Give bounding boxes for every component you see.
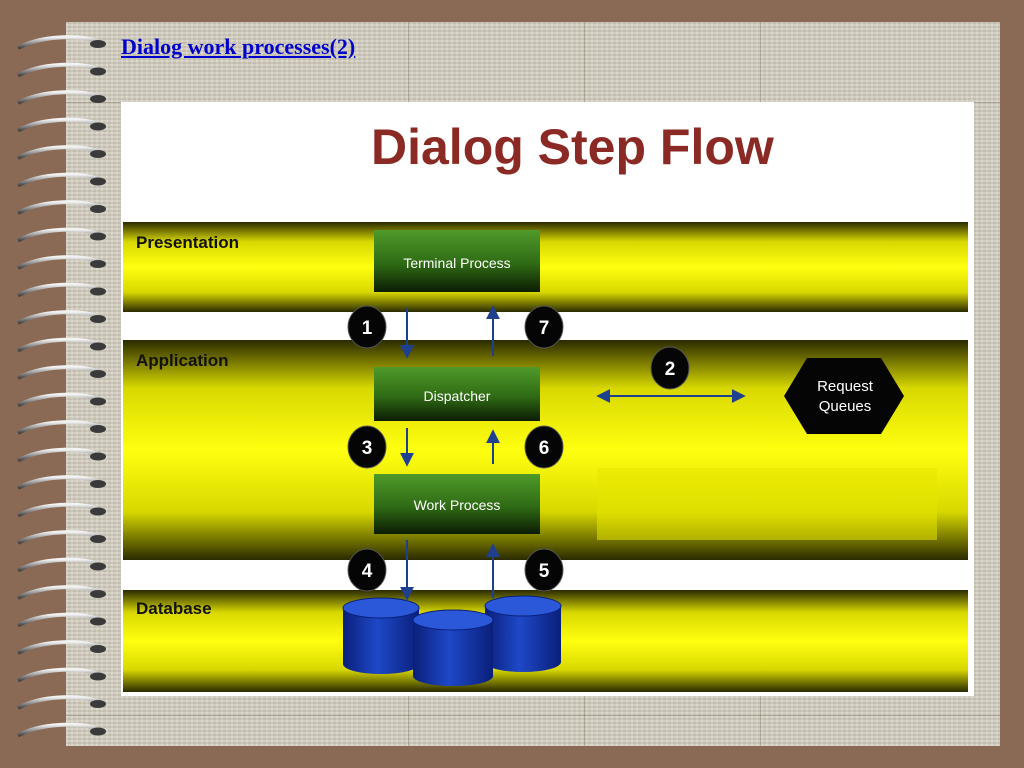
binding-ring xyxy=(17,475,101,490)
binding-ring xyxy=(17,530,101,545)
binding-ring xyxy=(17,447,101,463)
binding-ring xyxy=(17,612,101,628)
binding-ring xyxy=(17,310,101,325)
binding-hole xyxy=(90,425,106,433)
step-badge-3 xyxy=(347,425,387,469)
binding-hole xyxy=(90,67,106,76)
binding-ring xyxy=(17,337,101,353)
binding-hole xyxy=(90,535,106,543)
binding-hole xyxy=(90,562,106,571)
dialog-step-flow-diagram: Dialog Step Flow Presentation Applicatio… xyxy=(123,119,968,692)
binding-ring xyxy=(17,695,101,710)
step-number-6: 6 xyxy=(539,438,550,459)
request-queues-label-line2: Queues xyxy=(819,398,872,415)
work-process-label: Work Process xyxy=(414,497,501,513)
binding-hole xyxy=(90,370,106,378)
dispatcher-box xyxy=(374,367,540,421)
binding-ring xyxy=(17,117,101,133)
step-number-2: 2 xyxy=(665,359,676,380)
binding-hole xyxy=(90,480,106,488)
binding-hole xyxy=(90,315,106,323)
binding-hole xyxy=(90,727,106,736)
binding-hole xyxy=(90,645,106,653)
binding-ring xyxy=(17,145,101,160)
request-queues-hexagon xyxy=(784,358,904,434)
lane-label-application: Application xyxy=(136,351,229,370)
diagram-heading: Dialog Step Flow xyxy=(371,119,774,175)
binding-hole xyxy=(90,672,106,681)
binding-ring xyxy=(17,255,101,270)
binding-ring xyxy=(17,640,101,655)
terminal-process-label: Terminal Process xyxy=(403,255,510,271)
lane-label-presentation: Presentation xyxy=(136,233,239,252)
dispatcher-label: Dispatcher xyxy=(424,388,491,404)
database-cylinder-icon xyxy=(484,595,562,672)
step-badge-5 xyxy=(524,548,564,592)
binding-hole xyxy=(90,232,106,241)
binding-hole xyxy=(90,122,106,131)
binding-ring xyxy=(17,282,101,298)
step-badge-7 xyxy=(524,305,564,349)
binding-ring xyxy=(17,667,101,683)
binding-ring xyxy=(17,90,101,105)
binding-hole xyxy=(90,260,106,268)
binding-hole xyxy=(90,205,106,213)
terminal-process-box xyxy=(374,230,540,292)
step-number-1: 1 xyxy=(362,318,373,339)
step-badge-1 xyxy=(347,305,387,349)
binding-ring xyxy=(17,420,101,435)
binding-ring xyxy=(17,200,101,215)
lane-presentation xyxy=(123,222,968,312)
binding-ring xyxy=(17,722,101,738)
binding-hole xyxy=(90,150,106,158)
binding-hole xyxy=(90,342,106,351)
binding-ring xyxy=(17,62,101,78)
binding-hole xyxy=(90,507,106,516)
binding-ring xyxy=(17,585,101,600)
binding-hole xyxy=(90,397,106,406)
binding-hole xyxy=(90,287,106,296)
database-cylinder-icon xyxy=(412,609,494,686)
binding-ring xyxy=(17,392,101,408)
lane-label-database: Database xyxy=(136,599,212,618)
step-number-4: 4 xyxy=(362,561,373,582)
step-number-5: 5 xyxy=(539,561,550,582)
step-badge-2 xyxy=(650,346,690,390)
request-queues-label-line1: Request xyxy=(817,378,874,395)
binding-hole xyxy=(90,617,106,626)
binding-ring xyxy=(17,227,101,243)
database-cylinder-icon xyxy=(342,597,420,674)
binding-hole xyxy=(90,177,106,186)
binding-ring xyxy=(17,35,101,50)
binding-ring xyxy=(17,365,101,380)
work-process-box xyxy=(374,474,540,534)
binding-ring xyxy=(17,502,101,518)
binding-ring xyxy=(17,557,101,573)
spiral-binding-icon xyxy=(17,35,106,738)
lane-application-shade xyxy=(597,468,937,540)
binding-hole xyxy=(90,700,106,708)
binding-hole xyxy=(90,40,106,48)
slide-title-link[interactable]: Dialog work processes(2) xyxy=(121,34,356,59)
step-number-7: 7 xyxy=(539,318,550,339)
step-number-3: 3 xyxy=(362,438,373,459)
binding-hole xyxy=(90,590,106,598)
step-badge-6 xyxy=(524,425,564,469)
step-badge-4 xyxy=(347,548,387,592)
diagram-panel: Dialog Step Flow Presentation Applicatio… xyxy=(121,102,974,696)
binding-hole xyxy=(90,452,106,461)
binding-ring xyxy=(17,172,101,188)
gridline xyxy=(66,715,1000,716)
binding-hole xyxy=(90,95,106,103)
